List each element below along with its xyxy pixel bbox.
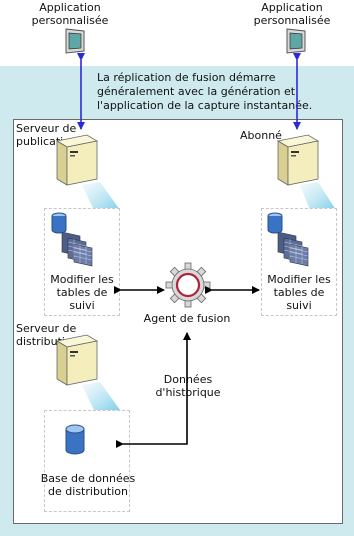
distribution-database-icon: [65, 424, 85, 455]
left-monitor-icon: [65, 28, 85, 54]
distribution-database-card: [44, 410, 130, 512]
left-database-tables-icon: [51, 212, 93, 267]
subscriber-label: Abonné: [240, 129, 282, 142]
merge-agent-label: Agent de fusion: [143, 312, 231, 325]
distribution-database-label: Base de données de distribution: [40, 472, 136, 498]
subscriber-server-icon: [276, 134, 320, 186]
distributor-server-icon: [55, 334, 99, 386]
publisher-server-icon: [55, 134, 99, 186]
right-tracking-tables-label: Modifier les tables de suivi: [267, 273, 331, 312]
left-application-label: Application personnalisée: [31, 1, 109, 27]
right-monitor-icon: [286, 28, 306, 54]
right-application-label: Application personnalisée: [253, 1, 331, 27]
merge-agent-gear-icon: [165, 262, 211, 308]
history-data-connector: [116, 332, 191, 448]
right-database-tables-icon: [267, 212, 309, 267]
left-tracking-tables-label: Modifier les tables de suivi: [50, 273, 114, 312]
